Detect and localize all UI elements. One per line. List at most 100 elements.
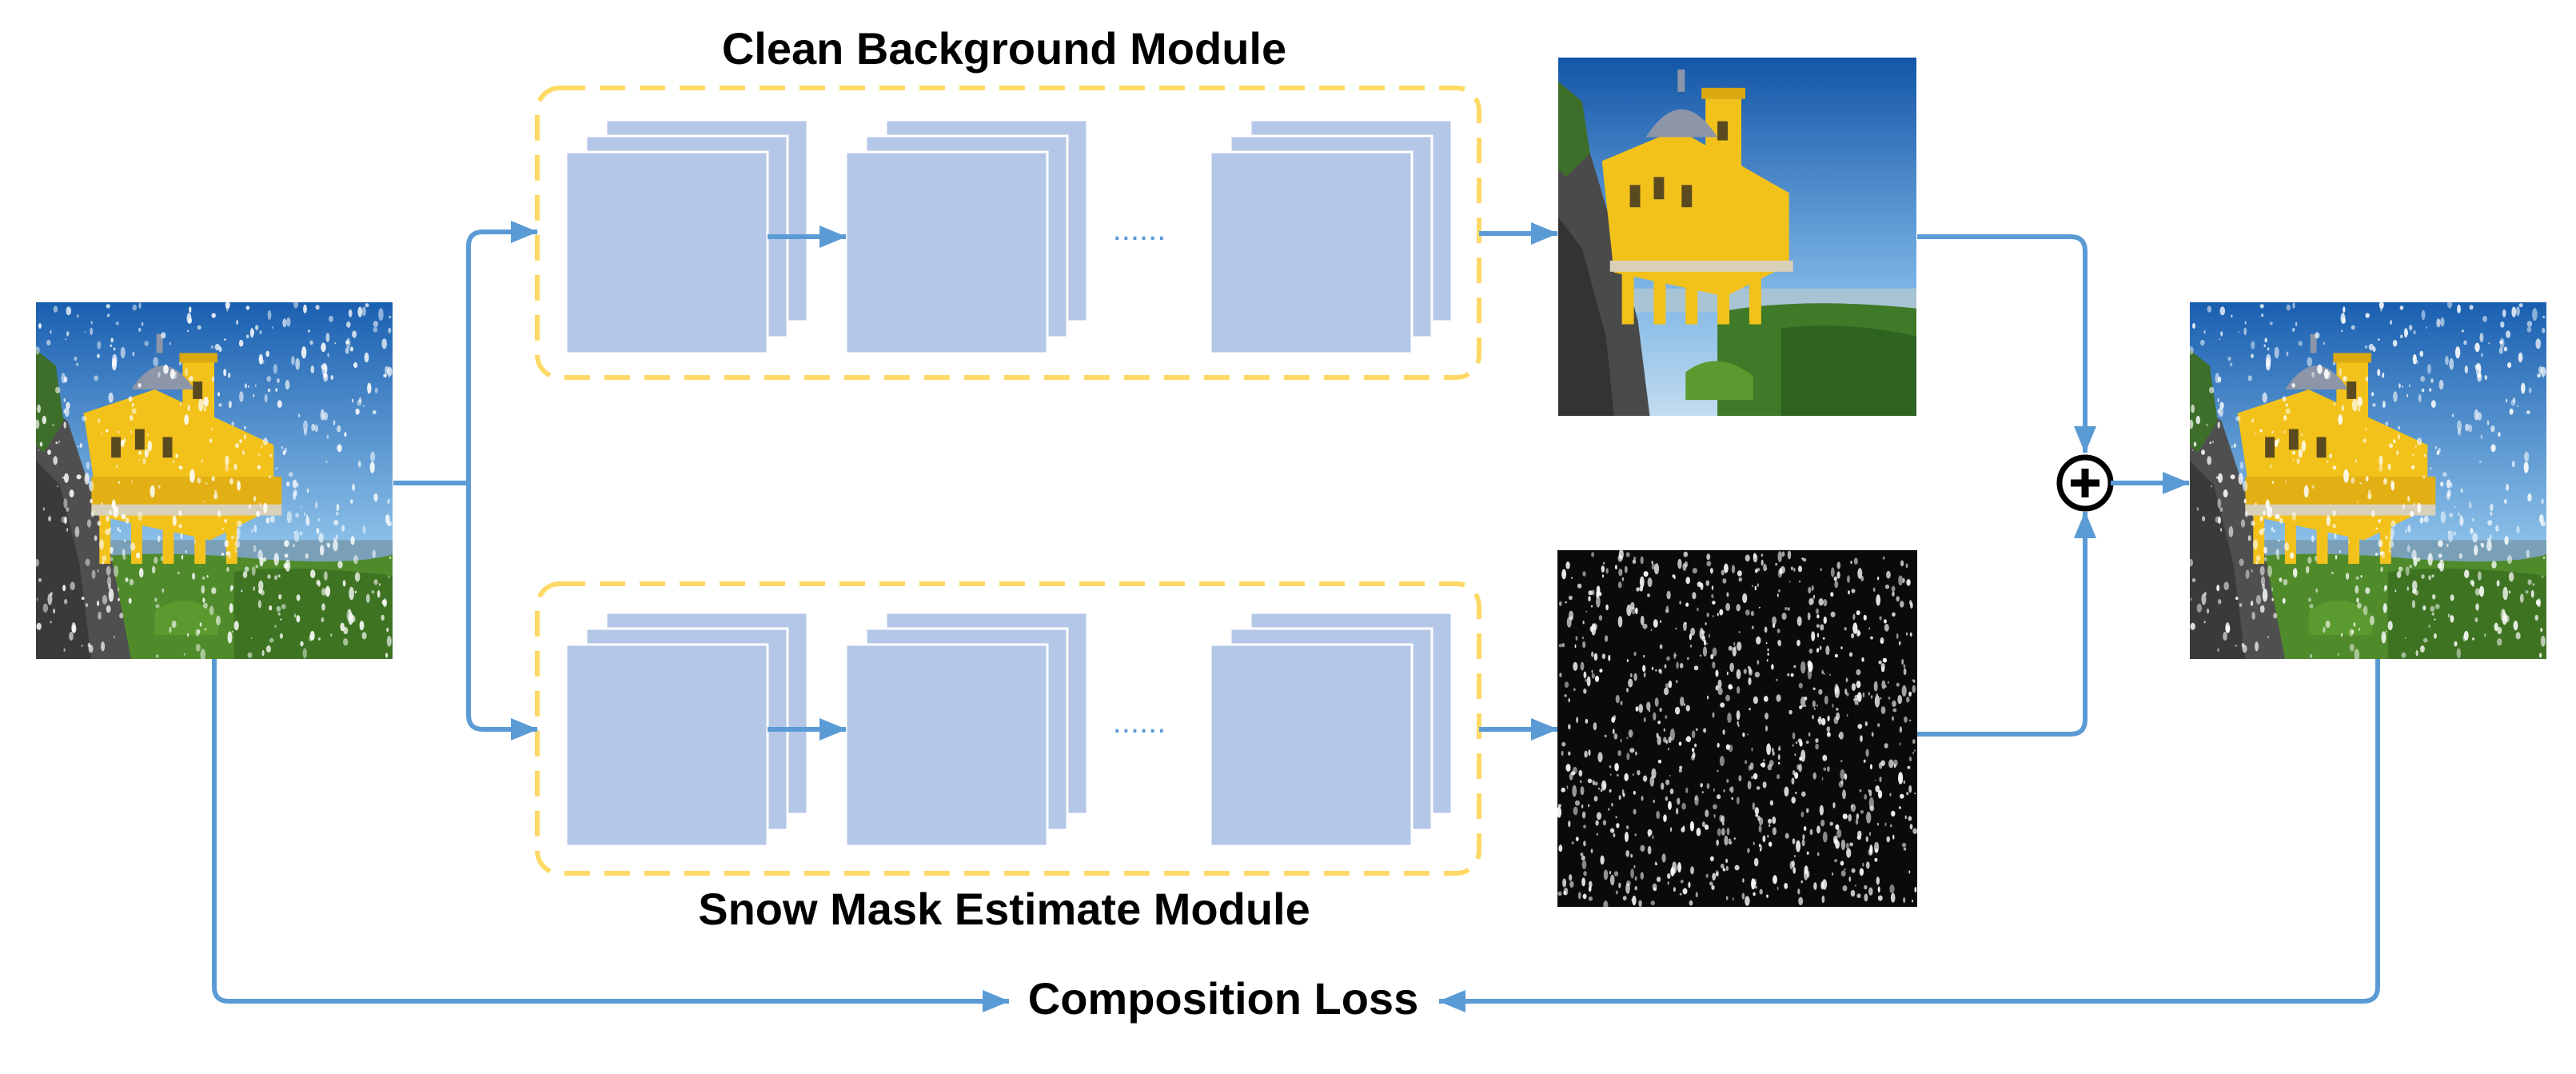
snow-particle: [1603, 900, 1609, 910]
snow-particle: [1905, 563, 1908, 569]
snow-particle: [1657, 760, 1662, 764]
snow-particle: [2286, 304, 2291, 311]
snow-particle: [1805, 741, 1809, 745]
snow-particle: [1712, 647, 1717, 657]
snow-particle: [1558, 644, 1562, 648]
snow-particle: [125, 577, 129, 582]
snow-particle: [1666, 656, 1670, 661]
snow-particle: [2351, 477, 2355, 484]
snow-particle: [1823, 767, 1827, 771]
snow-particle: [2481, 353, 2483, 357]
snow-particle: [2207, 608, 2210, 614]
snow-particle: [1726, 592, 1729, 597]
snow-particle: [2459, 517, 2464, 526]
snow-particle: [1625, 850, 1629, 857]
snow-particle: [1617, 581, 1622, 589]
clean-ellipsis: ......: [1113, 212, 1166, 247]
snow-particle: [138, 568, 144, 578]
snow-particle: [1820, 819, 1825, 827]
snow-particle: [2295, 321, 2298, 326]
snow-particle: [1561, 787, 1565, 793]
snow-particle: [86, 461, 90, 469]
snow-particle: [2450, 594, 2454, 601]
snow-particle: [340, 622, 345, 632]
snow-particle: [2506, 483, 2510, 491]
snow-particle: [1914, 793, 1916, 795]
snow-particle: [1846, 848, 1852, 858]
snow-particle: [1573, 806, 1578, 816]
snow-particle: [2490, 534, 2492, 539]
snow-particle: [1725, 744, 1730, 750]
snow-particle: [221, 527, 224, 530]
snow-particle: [1813, 882, 1817, 890]
snow-particle: [1816, 624, 1820, 628]
snow-particle: [228, 401, 232, 409]
snow-particle: [2191, 404, 2195, 413]
snow-particle: [1752, 585, 1753, 587]
snow-particle: [304, 512, 306, 517]
snow-particle: [1908, 816, 1912, 821]
snow-particle: [1764, 626, 1768, 633]
snow-particle: [373, 326, 378, 333]
snow-particle: [1713, 788, 1715, 792]
snow-particle: [2243, 498, 2247, 504]
snow-particle: [1596, 832, 1599, 836]
snow-particle: [1822, 754, 1828, 761]
snow-particle: [1643, 717, 1646, 723]
snow-particle: [160, 555, 164, 562]
snow-particle: [85, 558, 90, 566]
snow-particle: [1789, 860, 1793, 870]
snow-particle: [169, 341, 171, 345]
snow-particle: [2519, 593, 2524, 603]
snow-particle: [1791, 777, 1795, 785]
snow-particle: [324, 571, 328, 581]
snow-particle: [1678, 741, 1682, 746]
snow-particle: [2343, 376, 2347, 381]
snow-particle: [1766, 894, 1769, 898]
snow-particle: [1792, 744, 1794, 747]
snow-particle: [1767, 834, 1769, 838]
snow-particle: [189, 306, 192, 313]
snow-particle: [1682, 888, 1688, 895]
snow-particle: [273, 553, 279, 566]
snow-particle: [1609, 773, 1612, 776]
snow-particle: [337, 561, 343, 569]
snow-particle: [385, 365, 389, 374]
snow-particle: [1864, 893, 1868, 902]
snow-particle: [2217, 421, 2220, 429]
snow-particle: [1729, 838, 1731, 842]
snow-particle: [1684, 703, 1685, 707]
snow-particle: [1583, 671, 1587, 679]
snow-particle: [2206, 424, 2208, 426]
snow-particle: [284, 553, 289, 558]
snow-particle: [178, 510, 182, 517]
snow-particle: [2517, 405, 2518, 407]
snow-particle: [1842, 885, 1848, 892]
snow-particle: [349, 346, 354, 352]
snow-particle: [2470, 528, 2474, 534]
snow-particle: [1914, 749, 1916, 752]
snow-particle: [2332, 524, 2337, 529]
snow-particle: [1777, 761, 1780, 765]
snow-particle: [303, 304, 307, 313]
snow-particle: [117, 526, 120, 532]
snow-particle: [2201, 449, 2205, 455]
snow-particle: [1880, 697, 1882, 700]
snow-particle: [1808, 649, 1813, 654]
snow-particle: [257, 549, 263, 561]
snow-particle: [1705, 824, 1709, 830]
snow-particle: [1730, 685, 1733, 689]
snow-particle: [144, 449, 149, 458]
snow-particle: [1818, 716, 1822, 725]
snow-particle: [259, 329, 262, 335]
snow-particle: [1836, 571, 1840, 579]
snow-particle: [2218, 599, 2222, 605]
snow-particle: [2283, 430, 2286, 433]
snow-particle: [2533, 583, 2534, 586]
snow-particle: [2409, 384, 2411, 388]
snow-particle: [2355, 576, 2359, 580]
snow-particle: [1752, 625, 1754, 629]
snow-particle: [269, 475, 272, 479]
snow-particle: [130, 430, 132, 433]
snow-particle: [2231, 314, 2233, 318]
